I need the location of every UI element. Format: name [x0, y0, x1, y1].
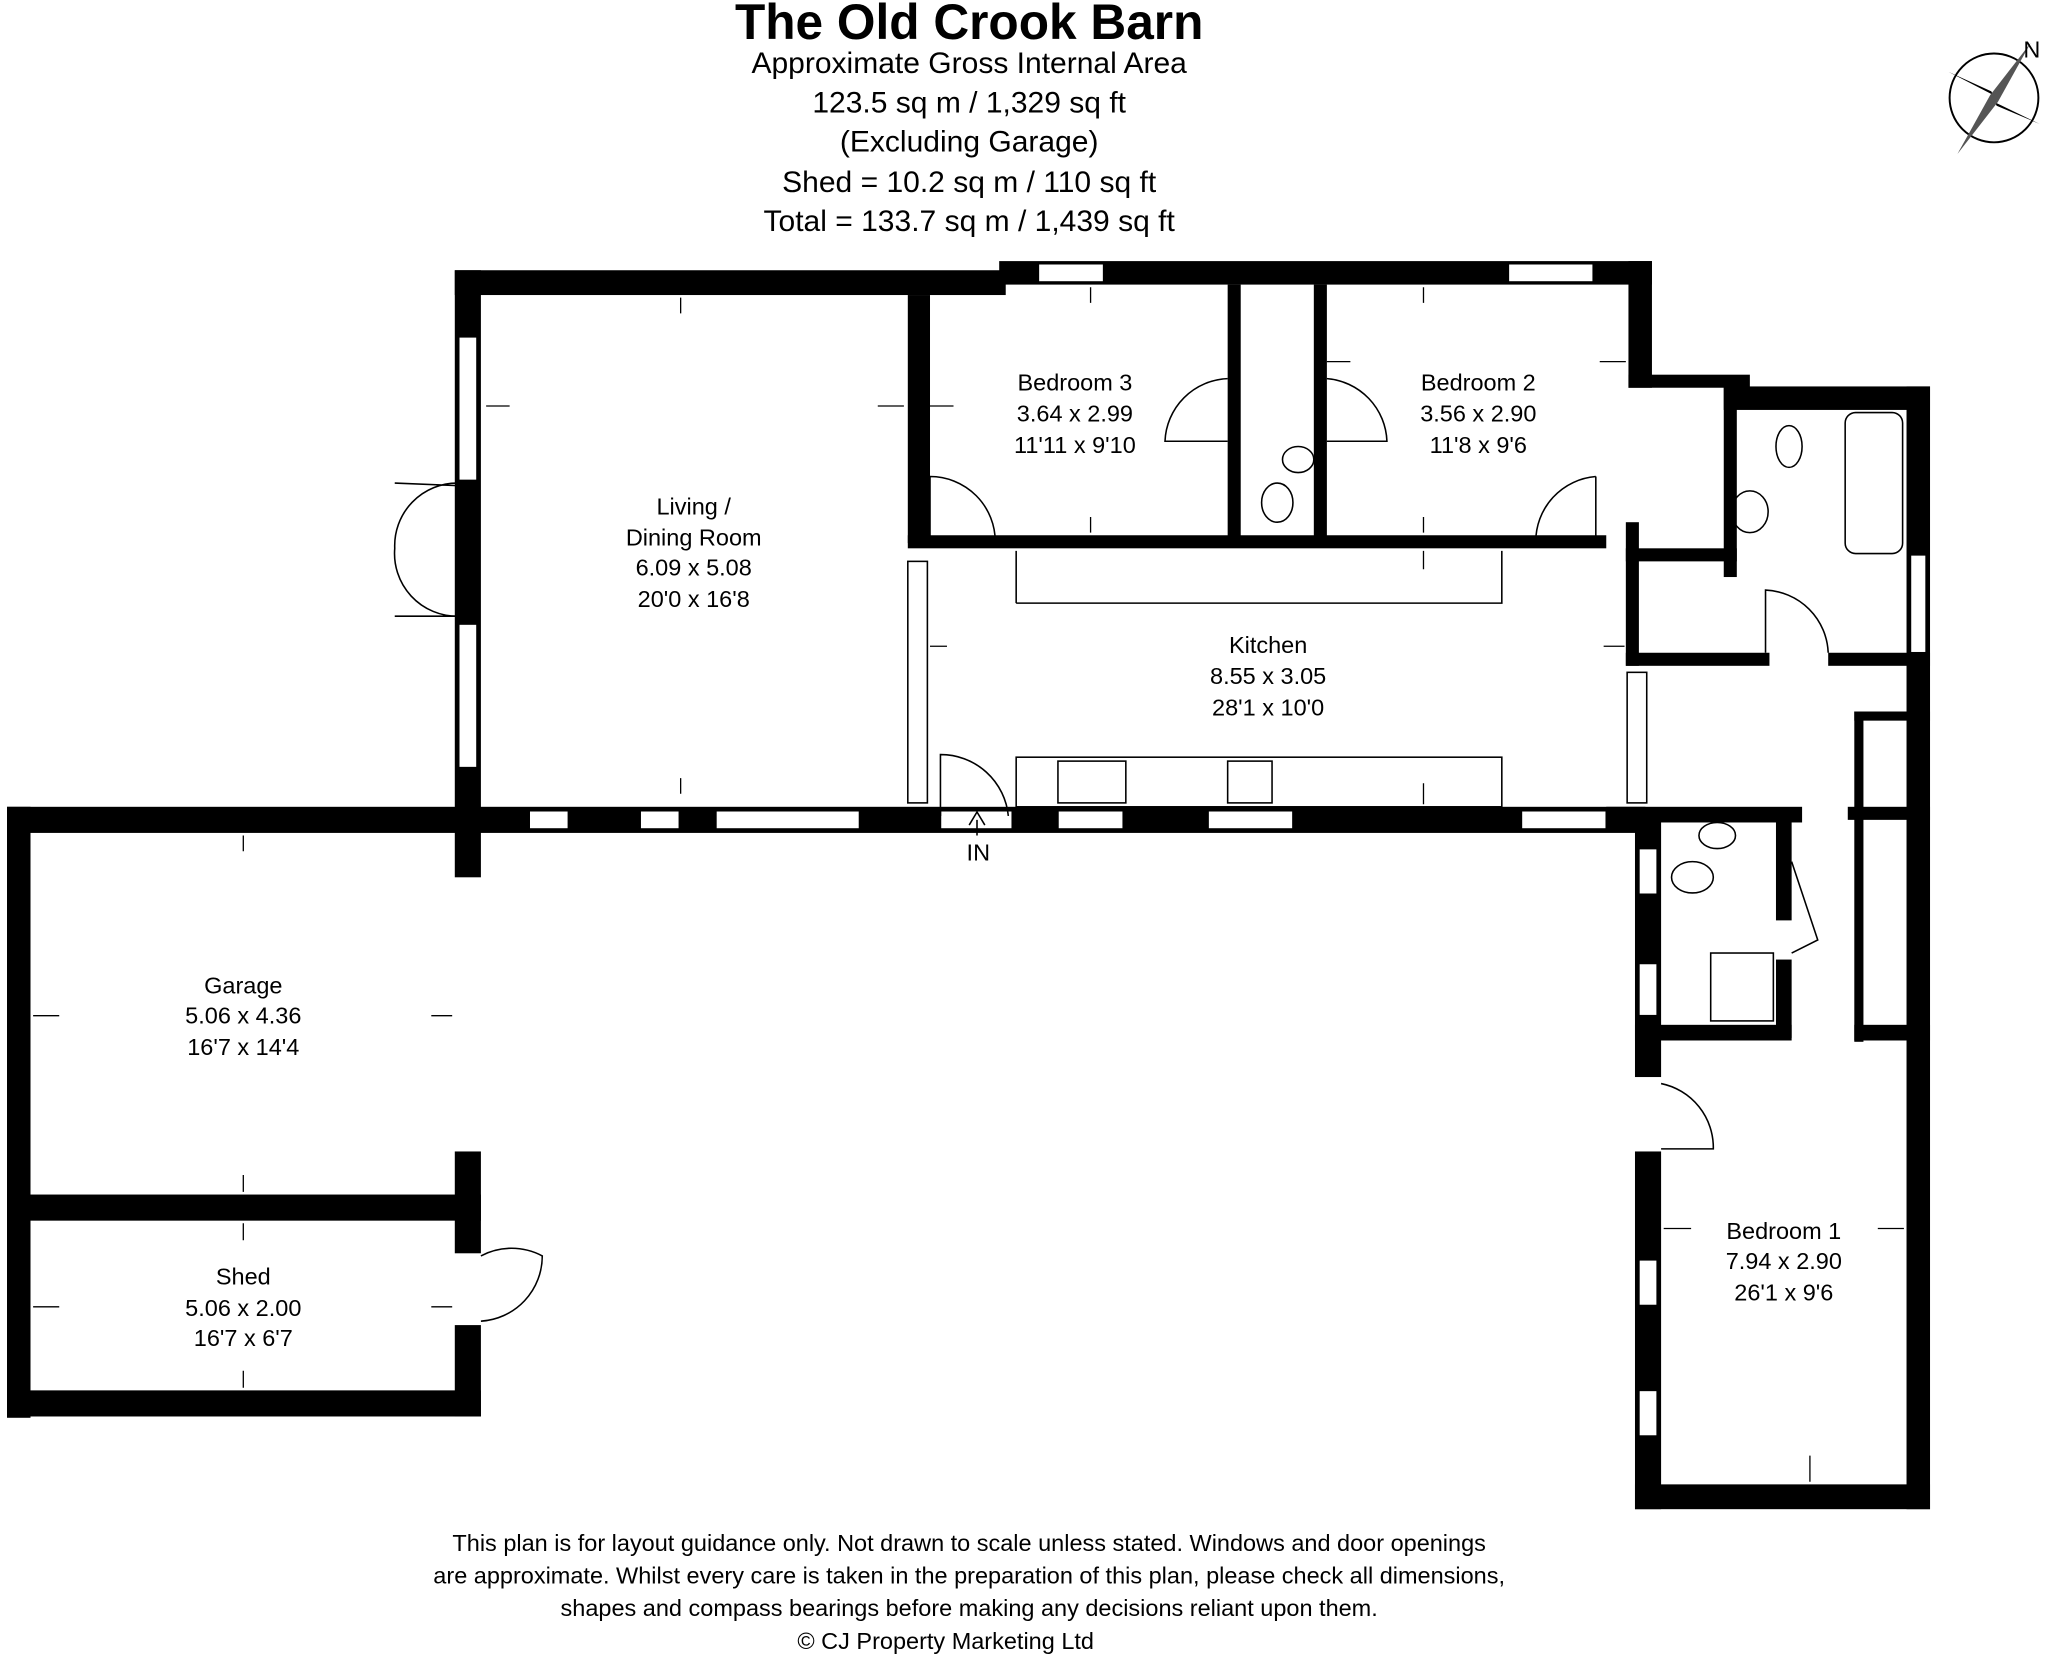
area-label: Approximate Gross Internal Area [751, 47, 1187, 80]
room-imperial: 28'1 x 10'0 [1212, 694, 1324, 720]
room-name: Shed [216, 1264, 271, 1290]
room-garage: Garage 5.06 x 4.36 16'7 x 14'4 [185, 972, 301, 1059]
room-living-dining: Living / Dining Room 6.09 x 5.08 20'0 x … [626, 493, 762, 612]
room-imperial: 11'8 x 9'6 [1430, 432, 1527, 458]
plan-title: The Old Crook Barn [735, 0, 1203, 50]
doors-fittings [393, 377, 1904, 1322]
room-name: Living / [656, 493, 731, 519]
area-shed: Shed = 10.2 sq m / 110 sq ft [782, 166, 1157, 199]
room-imperial: 26'1 x 9'6 [1734, 1279, 1833, 1305]
area-total: Total = 133.7 sq m / 1,439 sq ft [764, 205, 1176, 238]
area-excluding: (Excluding Garage) [840, 125, 1099, 158]
room-kitchen: Kitchen 8.55 x 3.05 28'1 x 10'0 [1210, 632, 1326, 721]
disclaimer-line-2: are approximate. Whilst every care is ta… [433, 1563, 1505, 1589]
room-bedroom-2: Bedroom 2 3.56 x 2.90 11'8 x 9'6 [1420, 369, 1536, 458]
room-metric: 6.09 x 5.08 [636, 555, 752, 581]
room-metric: 8.55 x 3.05 [1210, 663, 1326, 689]
room-shed: Shed 5.06 x 2.00 16'7 x 6'7 [185, 1264, 301, 1351]
room-imperial: 16'7 x 6'7 [194, 1325, 293, 1351]
room-imperial: 11'11 x 9'10 [1014, 432, 1136, 458]
room-imperial: 16'7 x 14'4 [187, 1034, 299, 1060]
dimension-arrows [33, 287, 1904, 1482]
room-metric: 3.64 x 2.99 [1017, 401, 1133, 427]
room-metric: 5.06 x 4.36 [185, 1003, 301, 1029]
area-internal: 123.5 sq m / 1,329 sq ft [812, 86, 1126, 119]
compass-north-label: N [2023, 36, 2040, 62]
room-name: Garage [204, 972, 282, 998]
compass-icon: N [1948, 36, 2040, 155]
disclaimer-line-1: This plan is for layout guidance only. N… [452, 1530, 1485, 1556]
room-name: Kitchen [1229, 632, 1307, 658]
disclaimer-line-3: shapes and compass bearings before makin… [561, 1595, 1378, 1621]
copyright: © CJ Property Marketing Ltd [797, 1628, 1094, 1654]
room-bedroom-3: Bedroom 3 3.64 x 2.99 11'11 x 9'10 [1014, 369, 1136, 458]
entrance-arrow-icon [968, 810, 986, 836]
entrance-label: IN [967, 839, 991, 865]
room-name: Bedroom 3 [1017, 369, 1132, 395]
room-bedroom-1: Bedroom 1 7.94 x 2.90 26'1 x 9'6 [1726, 1218, 1842, 1305]
room-name: Bedroom 1 [1726, 1218, 1841, 1244]
room-metric: 5.06 x 2.00 [185, 1295, 301, 1321]
windows [457, 262, 1927, 1437]
room-metric: 3.56 x 2.90 [1420, 401, 1536, 427]
room-metric: 7.94 x 2.90 [1726, 1248, 1842, 1274]
room-imperial: 20'0 x 16'8 [638, 586, 750, 612]
room-name: Dining Room [626, 525, 762, 551]
room-name: Bedroom 2 [1421, 369, 1536, 395]
